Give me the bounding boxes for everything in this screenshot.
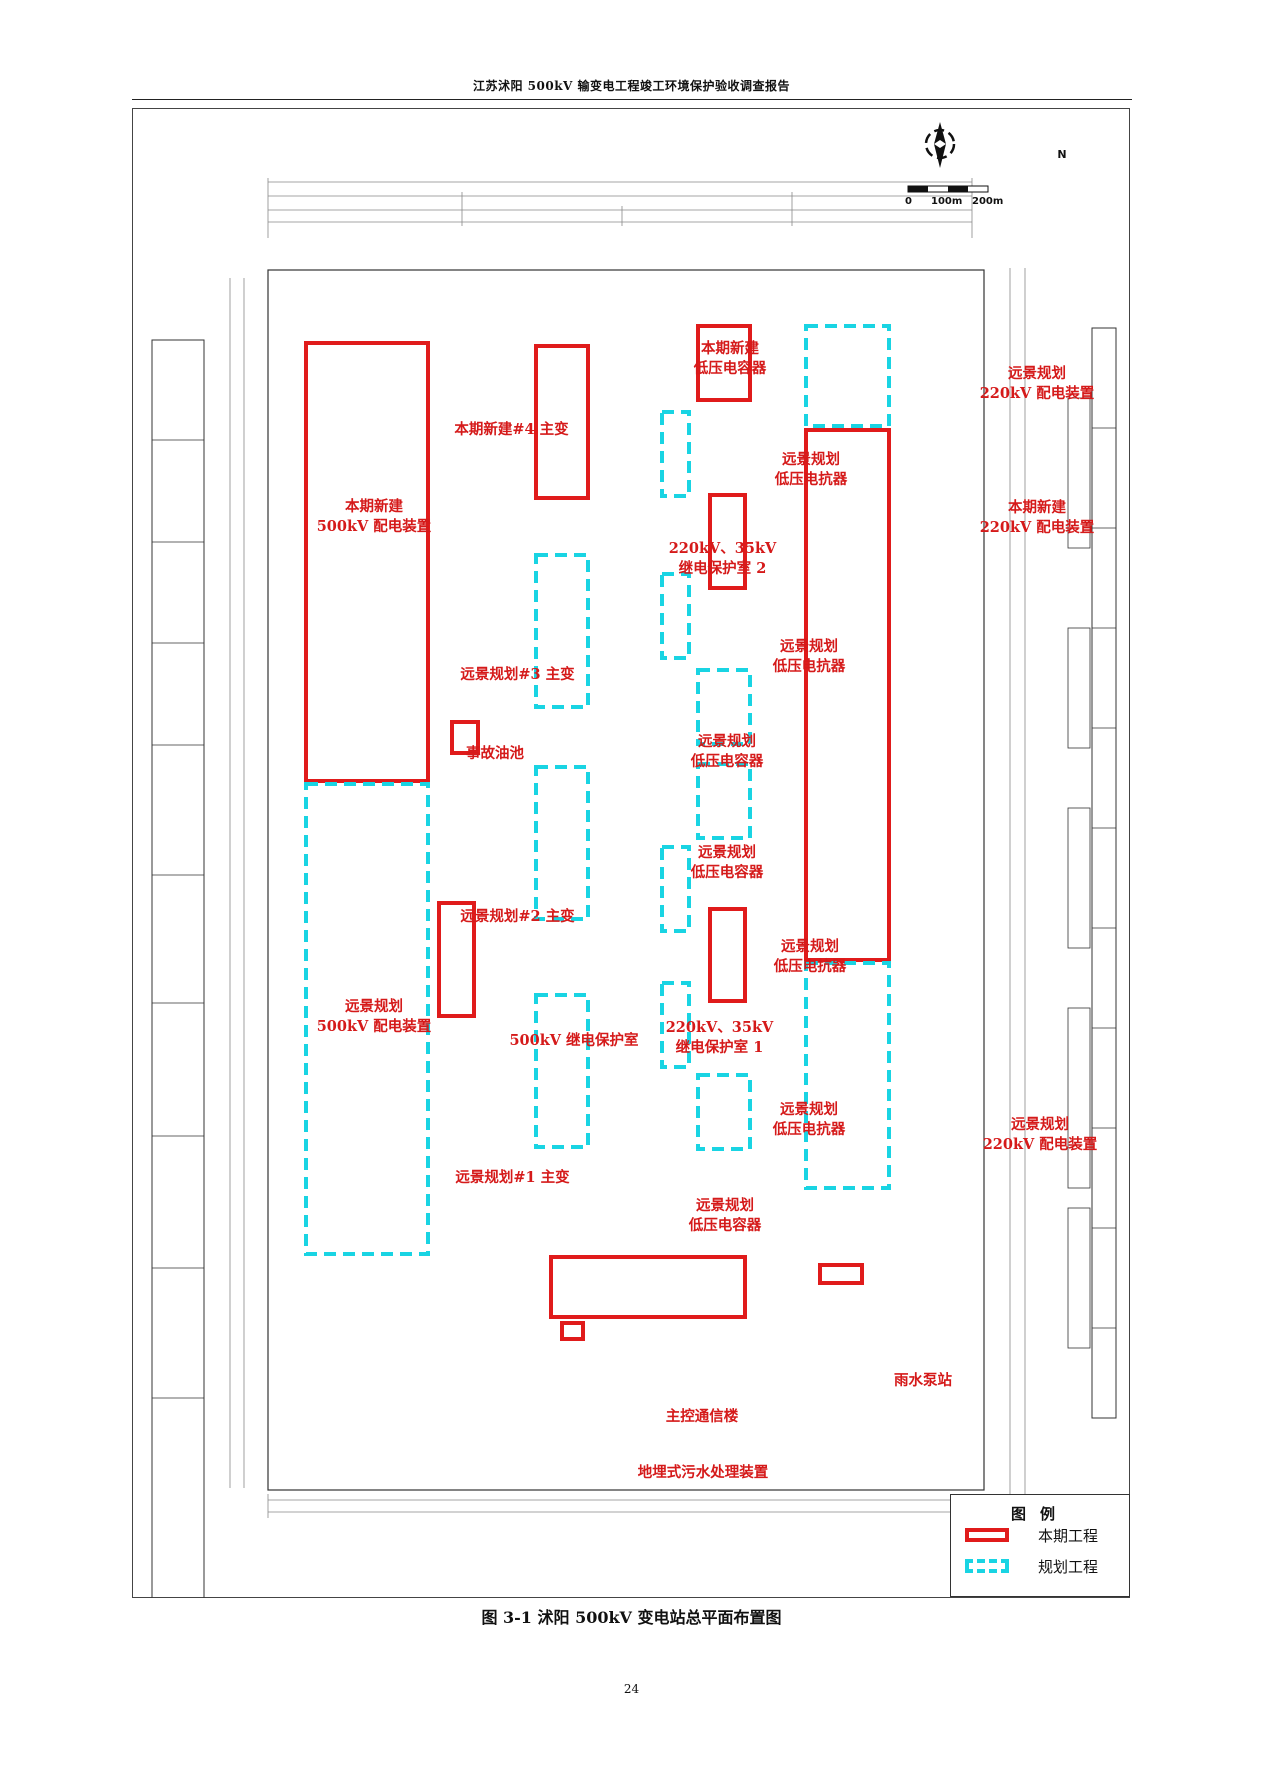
- label-accident-oil-pool: 事故油池: [466, 745, 524, 762]
- lv-capacitor-new-outline: [696, 324, 752, 402]
- legend-title: 图例: [1010, 1505, 1069, 1523]
- relay-room-1-outline: [708, 907, 747, 1003]
- legend-box: [950, 1494, 1130, 1597]
- planned-cfg-220kv-top-outline: [804, 324, 891, 428]
- legend-label-current: 本期工程: [1038, 1527, 1099, 1545]
- main-control-building-outline: [549, 1255, 747, 1319]
- planned-lv-reactor-3-outline: [660, 845, 691, 933]
- scale-bar: [907, 185, 989, 193]
- accident-oil-pool-outline: [450, 720, 480, 755]
- cfg-220kv-new-outline: [804, 428, 891, 962]
- planned-lv-reactor-4-outline: [660, 981, 691, 1069]
- north-label: N: [1057, 148, 1067, 161]
- planned-transformer-1-outline: [534, 993, 590, 1149]
- planned-cfg-220kv-bottom-outline: [804, 961, 891, 1190]
- planned-lv-capacitor-2-outline: [696, 762, 752, 840]
- cad-background-lines: [151, 178, 1117, 1598]
- planned-lv-capacitor-3-outline: [696, 1073, 752, 1151]
- label-planned-cfg-500kv: 远景规划 500kV 配电装置: [316, 998, 432, 1035]
- label-planned-cfg-220kv-top: 远景规划 220kV 配电装置: [979, 365, 1095, 402]
- label-planned-lv-capacitor-3: 远景规划 低压电容器: [688, 1197, 762, 1234]
- planned-lv-reactor-1-outline: [660, 410, 691, 498]
- label-lv-capacitor-new: 本期新建 低压电容器: [693, 340, 767, 377]
- planned-cfg-500kv-outline: [304, 782, 430, 1256]
- label-planned-lv-reactor-2: 远景规划 低压电抗器: [772, 638, 846, 675]
- scale-label-100m: 100m: [931, 196, 963, 207]
- label-transformer-4-new: 本期新建#4 主变: [454, 421, 569, 438]
- page-number: 24: [623, 1682, 640, 1696]
- planned-lv-capacitor-1-outline: [696, 668, 752, 746]
- label-cfg-220kv-new: 本期新建 220kV 配电装置: [979, 499, 1095, 536]
- label-planned-lv-capacitor-1: 远景规划 低压电容器: [690, 733, 764, 770]
- cfg-500kv-new-outline: [304, 341, 430, 783]
- label-planned-transformer-3: 远景规划#3 主变: [460, 666, 575, 683]
- legend-label-planned: 规划工程: [1038, 1558, 1099, 1576]
- label-planned-transformer-1: 远景规划#1 主变: [455, 1169, 570, 1186]
- report-header-title: 江苏沭阳 500kV 输变电工程竣工环境保护验收调查报告: [472, 79, 791, 93]
- planned-lv-reactor-2-outline: [660, 572, 691, 660]
- label-sewage-treatment: 地埋式污水处理装置: [637, 1464, 769, 1481]
- label-planned-transformer-2: 远景规划#2 主变: [460, 908, 575, 925]
- north-arrow-icon: [924, 122, 956, 168]
- sewage-treatment-outline: [560, 1321, 585, 1341]
- scale-label-200m: 200m: [972, 196, 1004, 207]
- figure-caption: 图 3-1 沭阳 500kV 变电站总平面布置图: [481, 1608, 782, 1627]
- label-relay-room-1: 220kV、35kV 继电保护室 1: [665, 1019, 774, 1056]
- site-plan-drawing: [151, 122, 1117, 1598]
- rainwater-pump-outline: [818, 1263, 864, 1285]
- planned-structures: [304, 324, 891, 1256]
- transformer-4-new-outline: [534, 344, 590, 500]
- scale-label-0: 0: [905, 196, 912, 207]
- header-rule: [132, 99, 1132, 100]
- legend-swatch-current: [965, 1528, 1009, 1542]
- relay-room-500kv-outline: [437, 901, 476, 1018]
- label-planned-cfg-220kv-bottom: 远景规划 220kV 配电装置: [982, 1116, 1098, 1153]
- label-planned-lv-reactor-3: 远景规划 低压电抗器: [773, 938, 847, 975]
- label-planned-lv-reactor-4: 远景规划 低压电抗器: [772, 1101, 846, 1138]
- planned-transformer-2-outline: [534, 765, 590, 921]
- label-planned-lv-capacitor-2: 远景规划 低压电容器: [690, 844, 764, 881]
- label-rainwater-pump: 雨水泵站: [894, 1372, 952, 1389]
- label-cfg-500kv-new: 本期新建 500kV 配电装置: [316, 498, 432, 535]
- relay-room-2-outline: [708, 493, 747, 590]
- label-main-control-building: 主控通信楼: [665, 1408, 739, 1425]
- current-phase-structures: [304, 324, 891, 1341]
- label-relay-room-500kv: 500kV 继电保护室: [509, 1032, 639, 1049]
- label-planned-lv-reactor-1: 远景规划 低压电抗器: [774, 451, 848, 488]
- label-relay-room-2: 220kV、35kV 继电保护室 2: [668, 540, 777, 577]
- planned-transformer-3-outline: [534, 553, 590, 709]
- legend-swatch-planned: [965, 1559, 1009, 1573]
- figure-frame: [132, 108, 1130, 1598]
